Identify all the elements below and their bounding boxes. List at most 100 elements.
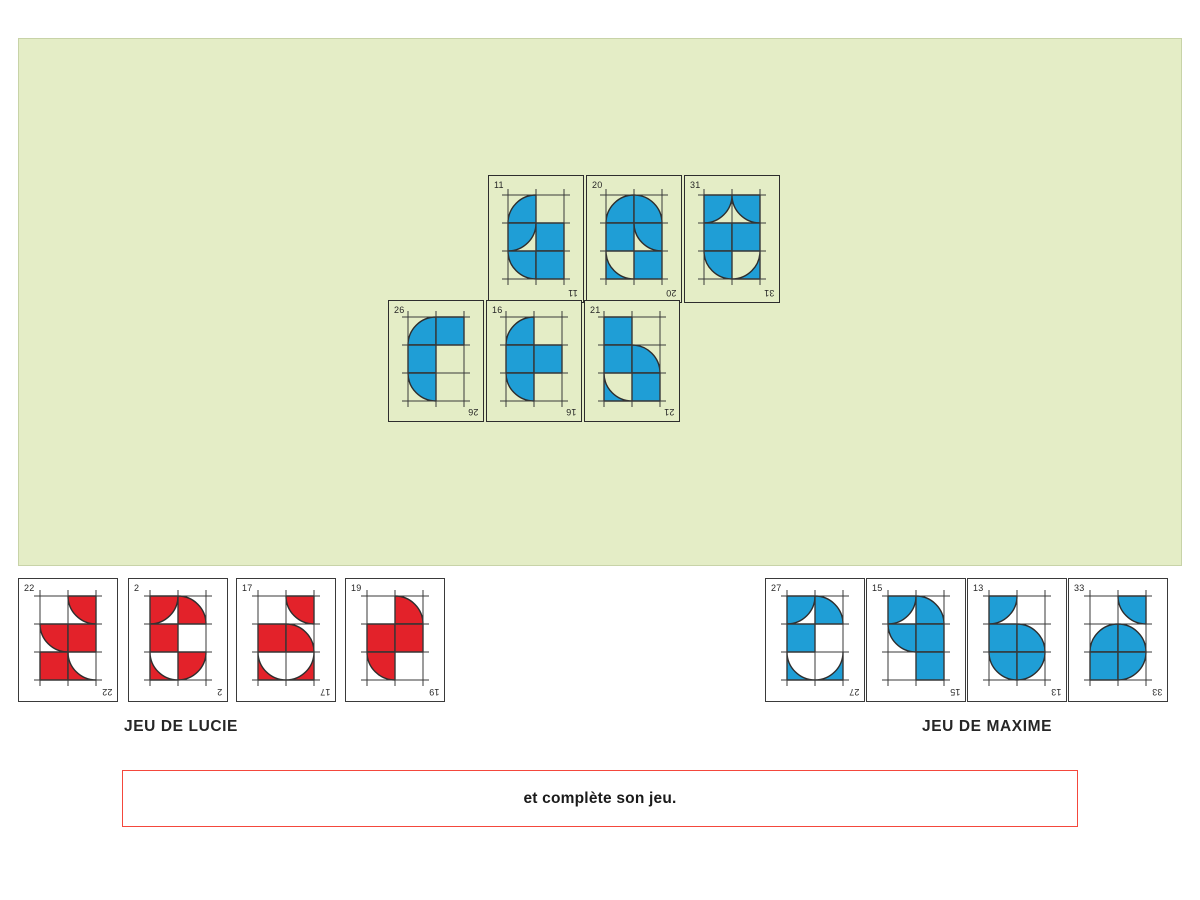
card-cell-shape (366, 651, 396, 681)
card-pattern (359, 588, 431, 688)
card-cell-shape (603, 344, 633, 374)
card-artwork (34, 590, 102, 686)
card-pattern (880, 588, 952, 688)
card-cell-shape (631, 344, 661, 374)
card-cell-shape (1016, 623, 1046, 653)
card-cell-shape (786, 595, 816, 625)
card-cell-shape (507, 222, 537, 252)
card-cell-shape (366, 623, 396, 653)
card-cell-shape (1117, 595, 1147, 625)
card-cell-shape (149, 595, 179, 625)
card-cell-shape (149, 651, 179, 681)
card-grid (882, 590, 950, 686)
card-cell-shape (533, 344, 563, 374)
card-cell-shape (731, 222, 761, 252)
card-number-bottom-right: 22 (101, 687, 112, 697)
card-number-top-left: 15 (872, 583, 883, 593)
card-pattern (400, 309, 472, 409)
card-cell-shape (39, 623, 69, 653)
card-cell-shape (633, 222, 663, 252)
card-cell-shape (633, 250, 663, 280)
card-cell-shape (605, 222, 635, 252)
card-cell-shape (67, 651, 97, 681)
card-number-top-left: 26 (394, 305, 405, 315)
card-cell-shape (633, 194, 663, 224)
card-number-bottom-right: 13 (1050, 687, 1061, 697)
card-cell-shape (435, 316, 465, 346)
card-artwork (1084, 590, 1152, 686)
card-grid (983, 590, 1051, 686)
card-cell-shape (177, 595, 207, 625)
card-cell-shape (603, 372, 633, 402)
card-number-top-left: 21 (590, 305, 601, 315)
card-cell-shape (703, 250, 733, 280)
card-artwork (600, 189, 668, 285)
card-pattern (779, 588, 851, 688)
card-pattern (142, 588, 214, 688)
card-pattern (500, 187, 572, 287)
card-cell-shape (915, 651, 945, 681)
card-number-top-left: 27 (771, 583, 782, 593)
card-pattern (598, 187, 670, 287)
card-artwork (698, 189, 766, 285)
card-cell-shape (505, 372, 535, 402)
card-grid (598, 311, 666, 407)
card-pattern (498, 309, 570, 409)
card-cell-shape (988, 651, 1018, 681)
card-artwork (502, 189, 570, 285)
card-cell-shape (505, 344, 535, 374)
card-cell-shape (988, 595, 1018, 625)
card-number-top-left: 17 (242, 583, 253, 593)
card-pattern (1082, 588, 1154, 688)
card-grid (252, 590, 320, 686)
card-cell-shape (285, 651, 315, 681)
card-cell-shape (535, 222, 565, 252)
card-cell-shape (407, 344, 437, 374)
card-cell-shape (786, 623, 816, 653)
card-number-top-left: 19 (351, 583, 362, 593)
card-cell-shape (1016, 651, 1046, 681)
card-cell-shape (603, 316, 633, 346)
card-cell-shape (887, 623, 917, 653)
player-label-lucie: JEU DE LUCIE (124, 718, 238, 735)
card-number-bottom-right: 2 (216, 687, 222, 697)
card-cell-shape (67, 623, 97, 653)
card-pattern (981, 588, 1053, 688)
card-grid (500, 311, 568, 407)
instruction-text: et complète son jeu. (523, 789, 677, 807)
card-artwork (781, 590, 849, 686)
card-number-bottom-right: 20 (665, 288, 676, 298)
card-cell-shape (1089, 651, 1119, 681)
card-grid (361, 590, 429, 686)
card-cell-shape (1117, 651, 1147, 681)
card-grid (600, 189, 668, 285)
card-cell-shape (285, 595, 315, 625)
card-grid (1084, 590, 1152, 686)
card-number-bottom-right: 17 (319, 687, 330, 697)
card-number-top-left: 16 (492, 305, 503, 315)
card-cell-shape (887, 595, 917, 625)
card-cell-shape (703, 194, 733, 224)
card-27[interactable]: 27 27 (765, 578, 865, 702)
card-grid (698, 189, 766, 285)
card-cell-shape (285, 623, 315, 653)
instruction-banner: et complète son jeu. (122, 770, 1078, 827)
card-cell-shape (631, 372, 661, 402)
card-number-bottom-right: 27 (848, 687, 859, 697)
card-cell-shape (915, 595, 945, 625)
card-artwork (500, 311, 568, 407)
